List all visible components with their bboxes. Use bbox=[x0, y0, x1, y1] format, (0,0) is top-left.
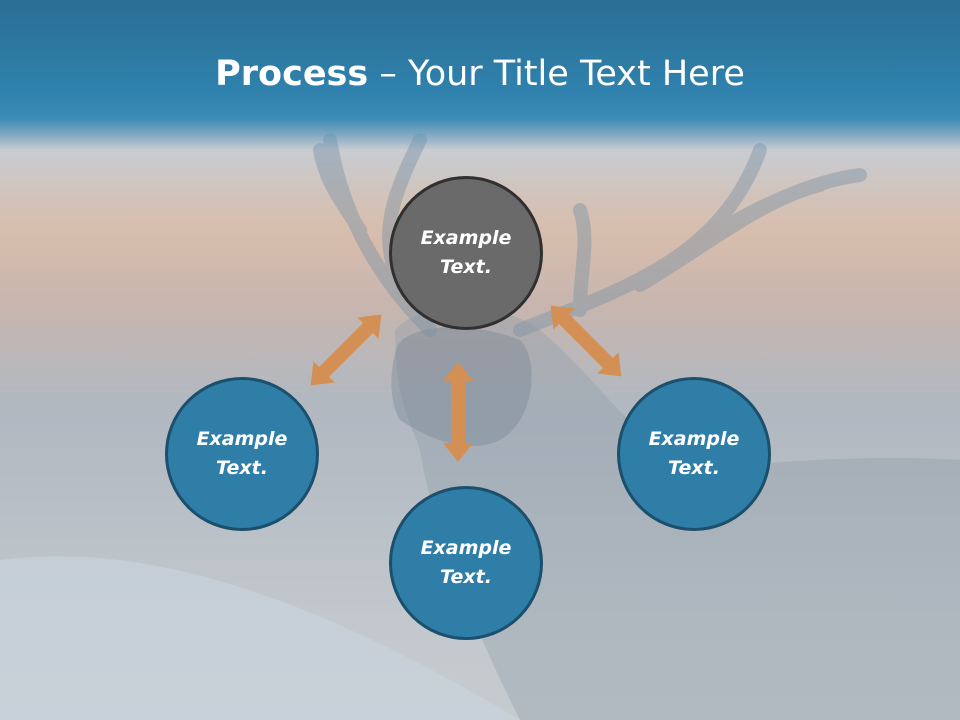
left-node-circle: Example Text. bbox=[165, 377, 319, 531]
right-node-circle: Example Text. bbox=[617, 377, 771, 531]
title-band bbox=[0, 0, 960, 150]
title-bold: Process bbox=[215, 54, 369, 94]
center-circle: Example Text. bbox=[389, 176, 543, 330]
title-rest: – Your Title Text Here bbox=[368, 54, 745, 94]
double-arrow-icon bbox=[550, 305, 622, 377]
double-arrow-icon bbox=[310, 314, 382, 386]
double-arrow-icon bbox=[443, 362, 473, 462]
bottom-node-circle: Example Text. bbox=[389, 486, 543, 640]
slide-title: Process – Your Title Text Here bbox=[0, 50, 960, 98]
